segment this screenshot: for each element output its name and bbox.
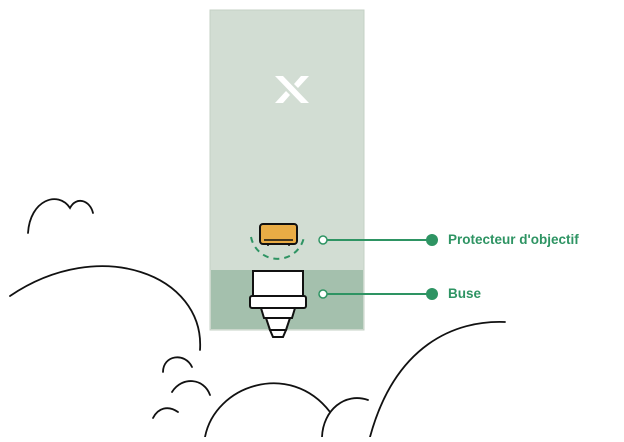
cloud-outlines bbox=[9, 198, 506, 438]
nozzle bbox=[249, 270, 307, 338]
callout-lens-protector bbox=[318, 234, 438, 246]
brand-x-logo bbox=[275, 76, 309, 103]
callout-nozzle bbox=[318, 288, 438, 300]
lens-protector-dashed-ring bbox=[250, 236, 305, 260]
lens-protector-label: Protecteur d'objectif bbox=[448, 232, 579, 247]
lens-protector bbox=[250, 223, 305, 260]
nozzle-label: Buse bbox=[448, 286, 482, 301]
